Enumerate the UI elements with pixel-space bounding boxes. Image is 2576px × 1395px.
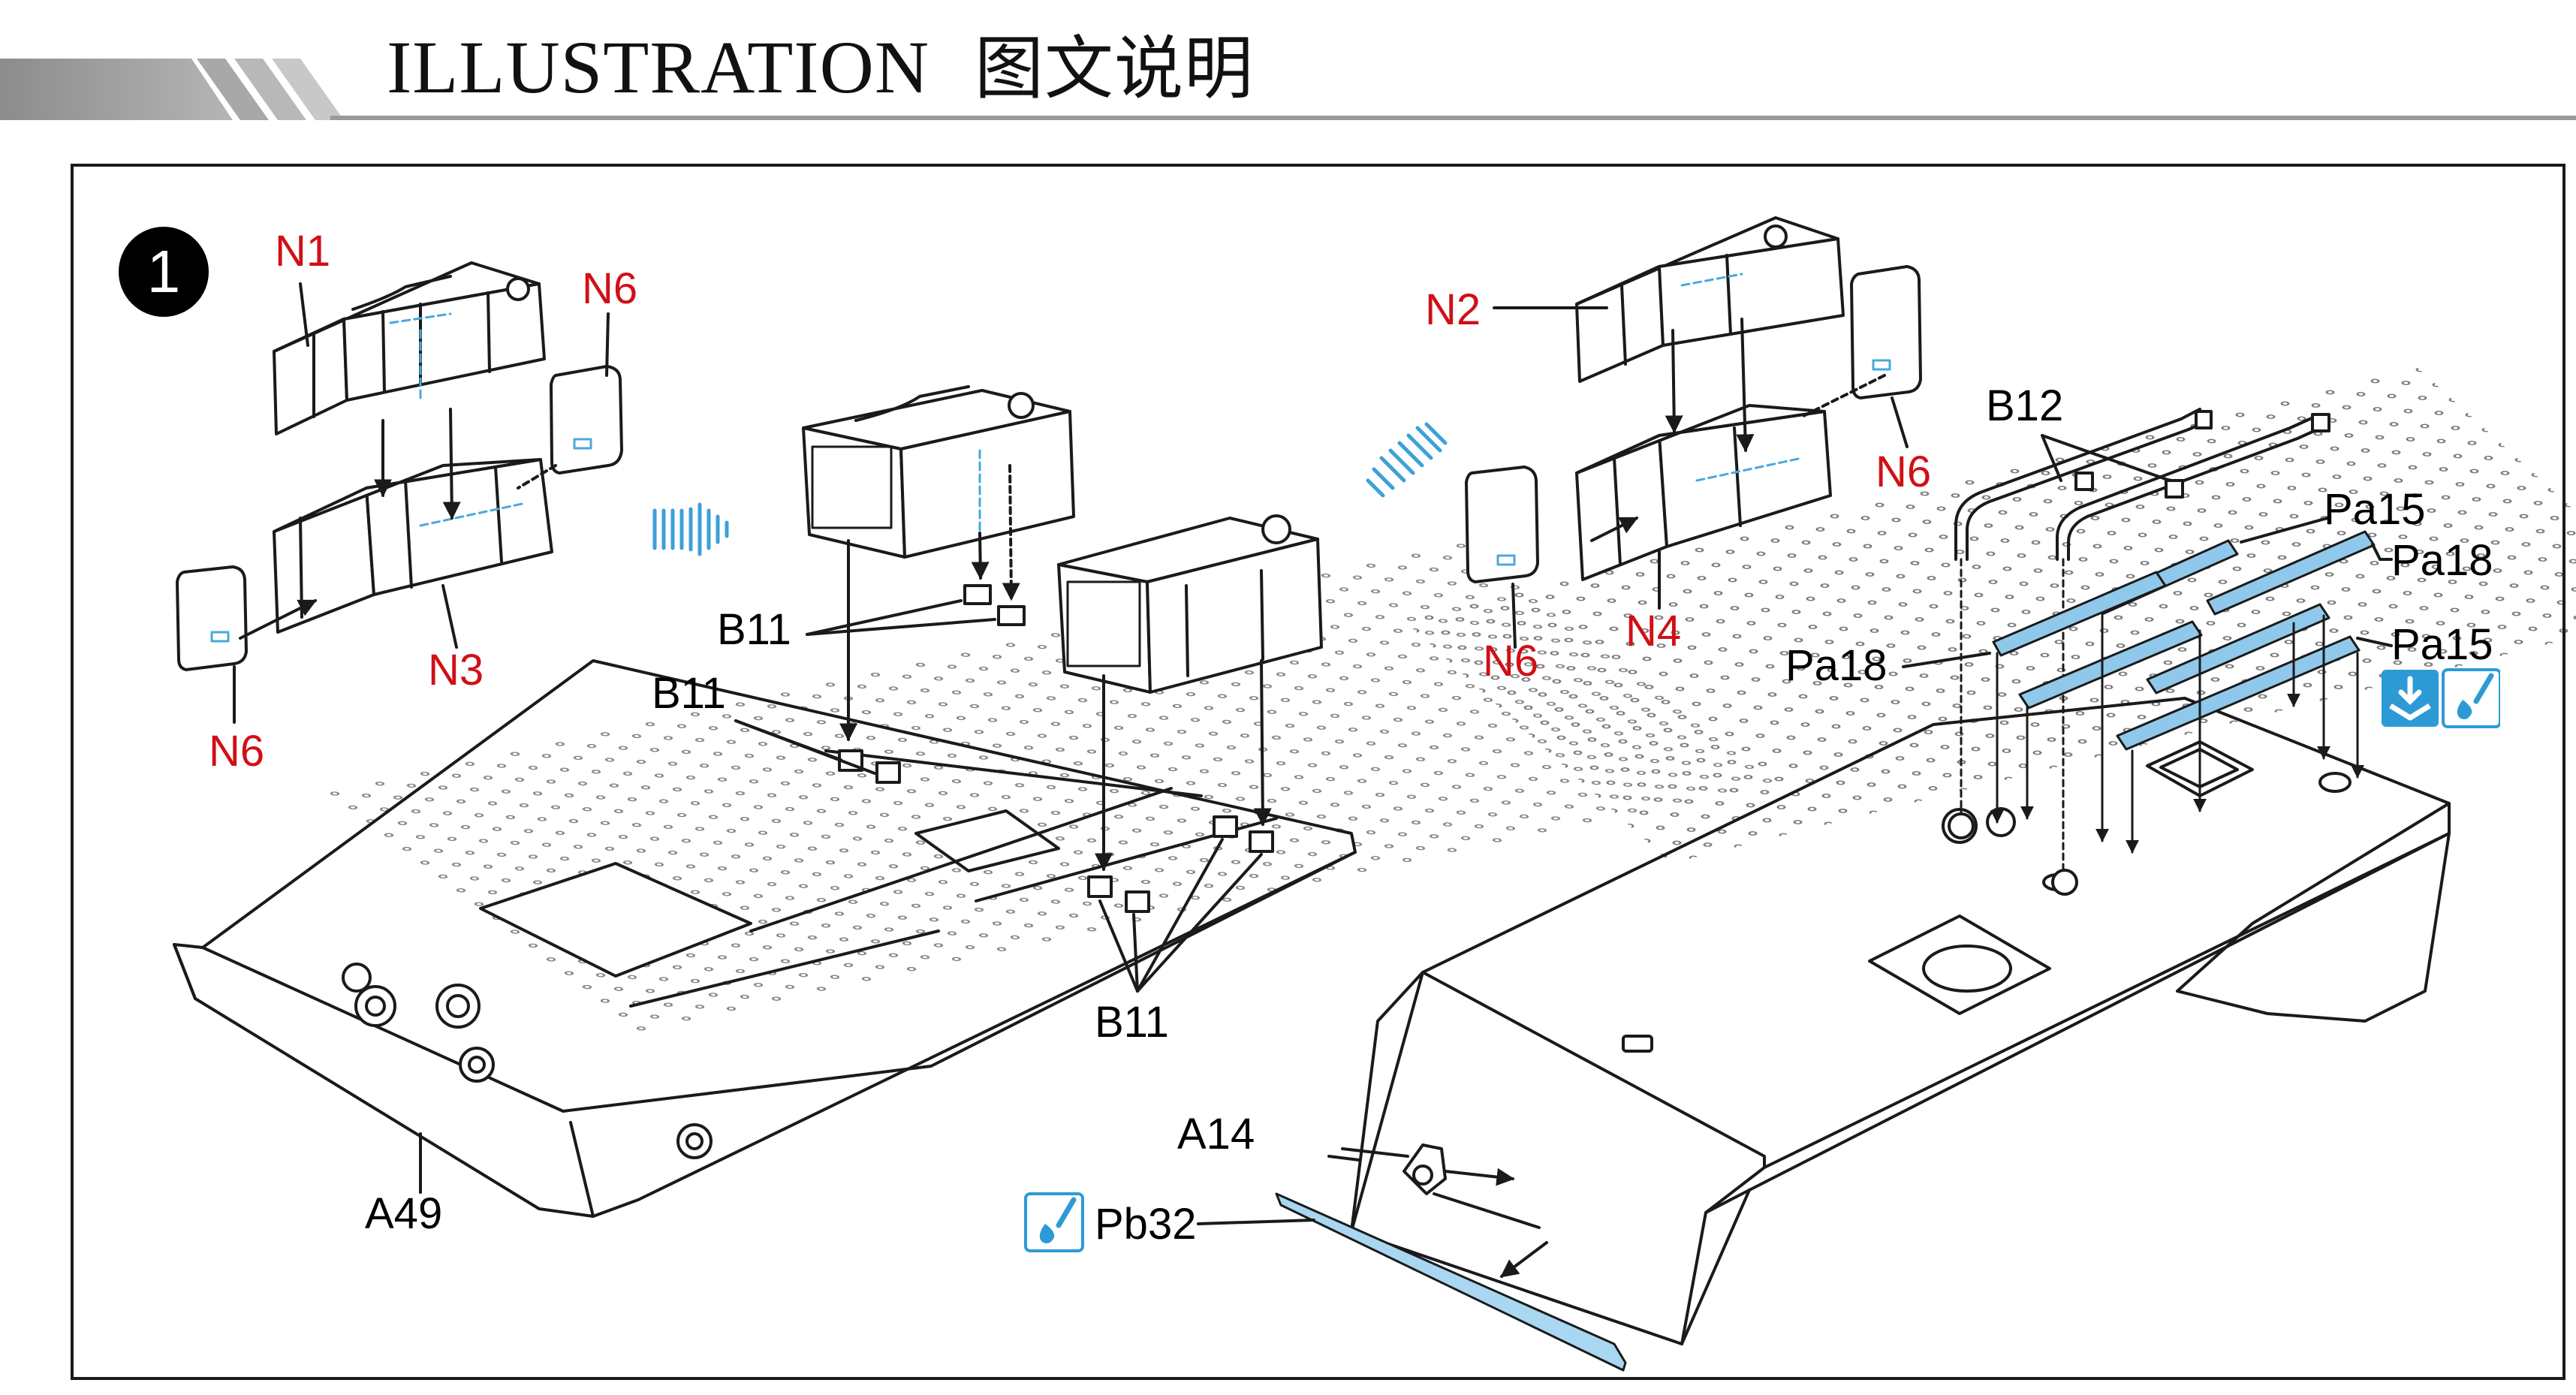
photo-etch-leaders (1990, 614, 2364, 854)
part-label-a14: A14 (1177, 1110, 1255, 1158)
icon-group-pa15 (2382, 668, 2500, 728)
part-label-b11-left: B11 (652, 669, 726, 718)
part-label-n6-top-left: N6 (582, 264, 638, 313)
part-label-b11-lower: B11 (1095, 998, 1169, 1047)
glue-drop-icon (1024, 1192, 1084, 1252)
part-label-pa18-left: Pa18 (1785, 641, 1888, 690)
part-label-pb32: Pb32 (1095, 1200, 1197, 1249)
part-label-n3: N3 (428, 646, 484, 694)
part-label-n6-bottom-left: N6 (209, 727, 265, 776)
fuel-tank-mid-front (1057, 514, 1323, 694)
tank-endcap-n6-left (176, 565, 248, 671)
photo-etch-strip-pb32 (1197, 1192, 1627, 1372)
hull-floor-a49 (173, 541, 1780, 1218)
header-stripes (0, 59, 2576, 120)
part-label-pa15-top: Pa15 (2324, 485, 2426, 534)
tank-upper-n2 (1575, 216, 1845, 383)
part-label-n2: N2 (1425, 285, 1481, 334)
step-number-badge: 1 (119, 227, 209, 317)
part-label-pa18-right: Pa18 (2391, 536, 2493, 585)
bracket-a14 (1327, 1143, 1515, 1195)
instruction-frame (71, 164, 2565, 1380)
hull-top-deck (1350, 366, 2576, 1345)
tank-lower-n4 (1575, 404, 1832, 581)
part-label-n4: N4 (1625, 607, 1682, 655)
glue-drop-icon (2442, 668, 2500, 728)
title-cn: 图文说明 (975, 29, 1255, 109)
direction-arrow-right (652, 502, 729, 556)
tank-endcap-n6-lower-right (1465, 466, 1539, 583)
part-label-n1: N1 (275, 227, 331, 276)
part-label-n6-upper-right: N6 (1876, 447, 1932, 496)
part-label-b12: B12 (1986, 381, 2064, 430)
part-label-a49: A49 (365, 1189, 443, 1238)
tank-upper-n1 (273, 261, 546, 435)
part-label-b11-upper: B11 (717, 605, 791, 654)
fuel-tank-mid-back (802, 385, 1075, 559)
page-header: ILLUSTRATION 图文说明 (0, 0, 2576, 128)
tank-lower-n3 (273, 458, 553, 634)
direction-arrow-diagonal (1366, 422, 1448, 498)
part-label-pa15-right: Pa15 (2391, 620, 2493, 669)
part-label-n6-lower-right: N6 (1483, 637, 1539, 685)
title-en: ILLUSTRATION (387, 26, 930, 109)
tank-endcap-n6-right (550, 365, 623, 475)
fold-down-icon (2382, 670, 2439, 727)
tank-endcap-n6-upper-right (1850, 265, 1922, 399)
